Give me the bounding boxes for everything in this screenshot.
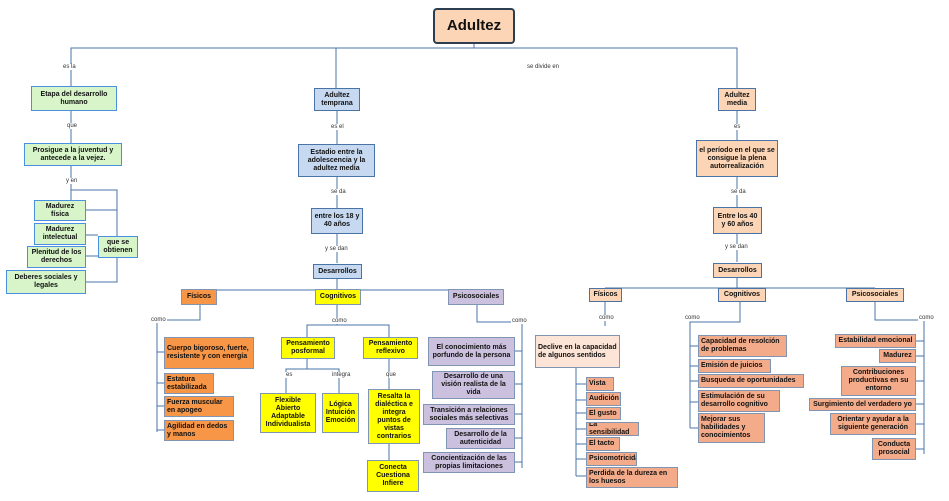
node-cognitivos-temprana[interactable]: Cognitivos (315, 289, 361, 305)
link-label: es (285, 372, 294, 378)
link-label: se da (730, 189, 747, 195)
link-label: es (733, 124, 742, 130)
link-label: es la (62, 64, 77, 70)
node-fisico-item[interactable]: Fuerza muscular en apogeo (164, 396, 234, 417)
node-posformal[interactable]: Pensamiento posformal (281, 337, 335, 359)
root-node[interactable]: Adultez (433, 8, 515, 44)
node-desarrollos-media[interactable]: Desarrollos (713, 263, 762, 278)
link-label: que (385, 372, 398, 378)
node-fisicos-temprana[interactable]: Físicos (181, 289, 217, 305)
node-plenitud[interactable]: Plenitud de los derechos (27, 246, 86, 268)
link-label: que (66, 123, 79, 129)
node-psico-item[interactable]: Concientización de las propias limitacio… (423, 452, 515, 473)
node-madurez-intelectual[interactable]: Madurez intelectual (34, 223, 86, 245)
node-psico-item[interactable]: Transición a relaciones sociales más sel… (423, 404, 515, 425)
node-psico-media-item[interactable]: Madurez (879, 349, 916, 363)
node-cog-media-item[interactable]: Mejorar sus habilidades y conocimientos (698, 413, 765, 443)
node-reflexivo[interactable]: Pensamiento reflexivo (363, 337, 418, 359)
node-logica[interactable]: Lógica Intuición Emoción (322, 393, 359, 433)
node-fisico-item[interactable]: Agilidad en dedos y manos (164, 420, 234, 441)
node-desarrollos-temprana[interactable]: Desarrollos (313, 264, 362, 279)
node-psicosociales-temprana[interactable]: Psicosociales (448, 289, 504, 305)
node-edad-media[interactable]: Entre los 40 y 60 años (713, 207, 762, 234)
node-psicosociales-media[interactable]: Psicosociales (846, 288, 904, 302)
node-psico-media-item[interactable]: Surgimiento del verdadero yo (809, 398, 916, 411)
node-estadio[interactable]: Estadio entre la adolescencia y la adult… (298, 144, 375, 177)
node-psico-media-item[interactable]: Contribuciones productivas en su entorno (841, 366, 916, 396)
node-sentido-item[interactable]: Vista (586, 377, 614, 391)
node-madurez-fisica[interactable]: Madurez física (34, 200, 86, 221)
node-periodo[interactable]: el período en el que se consigue la plen… (696, 140, 778, 177)
link-label: se divide en (526, 64, 561, 70)
node-psico-media-item[interactable]: Estabilidad emocional (835, 334, 916, 348)
link-label: y se dan (724, 244, 749, 250)
link-label: se da (330, 189, 347, 195)
link-label: como (150, 317, 167, 323)
node-psico-item[interactable]: Desarrollo de una visión realista de la … (432, 371, 515, 399)
node-posformal-list[interactable]: Flexible Abierto Adaptable Individualist… (260, 393, 316, 433)
link-label: integra (331, 372, 352, 378)
node-psico-item[interactable]: El conocimiento más porfundo de la perso… (428, 337, 515, 366)
node-psico-item[interactable]: Desarrollo de la autenticidad (446, 428, 515, 449)
node-sentido-item[interactable]: La sensibilidad (586, 422, 639, 436)
node-adultez-temprana[interactable]: Adultez temprana (314, 88, 360, 111)
node-que-se-obtienen[interactable]: que se obtienen (98, 236, 138, 258)
link-label: como (331, 318, 348, 324)
node-etapa[interactable]: Etapa del desarrollo humano (31, 86, 117, 111)
node-sentido-item[interactable]: Audición (586, 392, 621, 406)
node-cog-media-item[interactable]: Emisión de juicios (698, 359, 771, 373)
link-label: como (684, 315, 701, 321)
link-label: como (511, 318, 528, 324)
node-cog-media-item[interactable]: Capacidad de resolción de problemas (698, 335, 787, 357)
node-prosigue[interactable]: Prosigue a la juventud y antecede a la v… (24, 143, 122, 166)
node-fisico-item[interactable]: Cuerpo bigoroso, fuerte, resistente y co… (164, 337, 254, 369)
link-label: es el (330, 124, 345, 130)
node-psico-media-item[interactable]: Orientar y ayudar a la siguiente generac… (830, 413, 916, 435)
node-psico-media-item[interactable]: Conducta prosocial (872, 438, 916, 460)
node-sentido-item[interactable]: El tacto (586, 437, 620, 451)
node-sentido-item[interactable]: Psicomotricidad (586, 452, 637, 466)
node-cog-media-item[interactable]: Busqueda de oportunidades (698, 374, 804, 388)
node-sentido-item[interactable]: Perdida de la dureza en los huesos (586, 467, 678, 488)
node-conecta[interactable]: Conecta Cuestiona Infiere (367, 460, 419, 492)
node-fisico-item[interactable]: Estatura estabilizada (164, 373, 214, 394)
node-sentido-item[interactable]: El gusto (586, 407, 621, 420)
link-label: y se dan (324, 246, 349, 252)
node-deberes[interactable]: Deberes sociales y legales (6, 270, 86, 294)
node-cog-media-item[interactable]: Estimulación de su desarrollo cognitivo (698, 390, 780, 412)
node-resalta[interactable]: Resalta la dialéctica e integra puntos d… (368, 389, 420, 444)
link-label: como (918, 315, 935, 321)
node-edad-temprana[interactable]: entre los 18 y 40 años (311, 208, 363, 234)
link-label: y en (65, 178, 79, 184)
node-cognitivos-media[interactable]: Cognitivos (718, 288, 766, 302)
node-adultez-media[interactable]: Adultez media (718, 88, 756, 111)
node-fisicos-media[interactable]: Físicos (589, 288, 622, 302)
node-declive[interactable]: Declive en la capacidad de algunos senti… (535, 335, 620, 368)
link-label: como (598, 315, 615, 321)
